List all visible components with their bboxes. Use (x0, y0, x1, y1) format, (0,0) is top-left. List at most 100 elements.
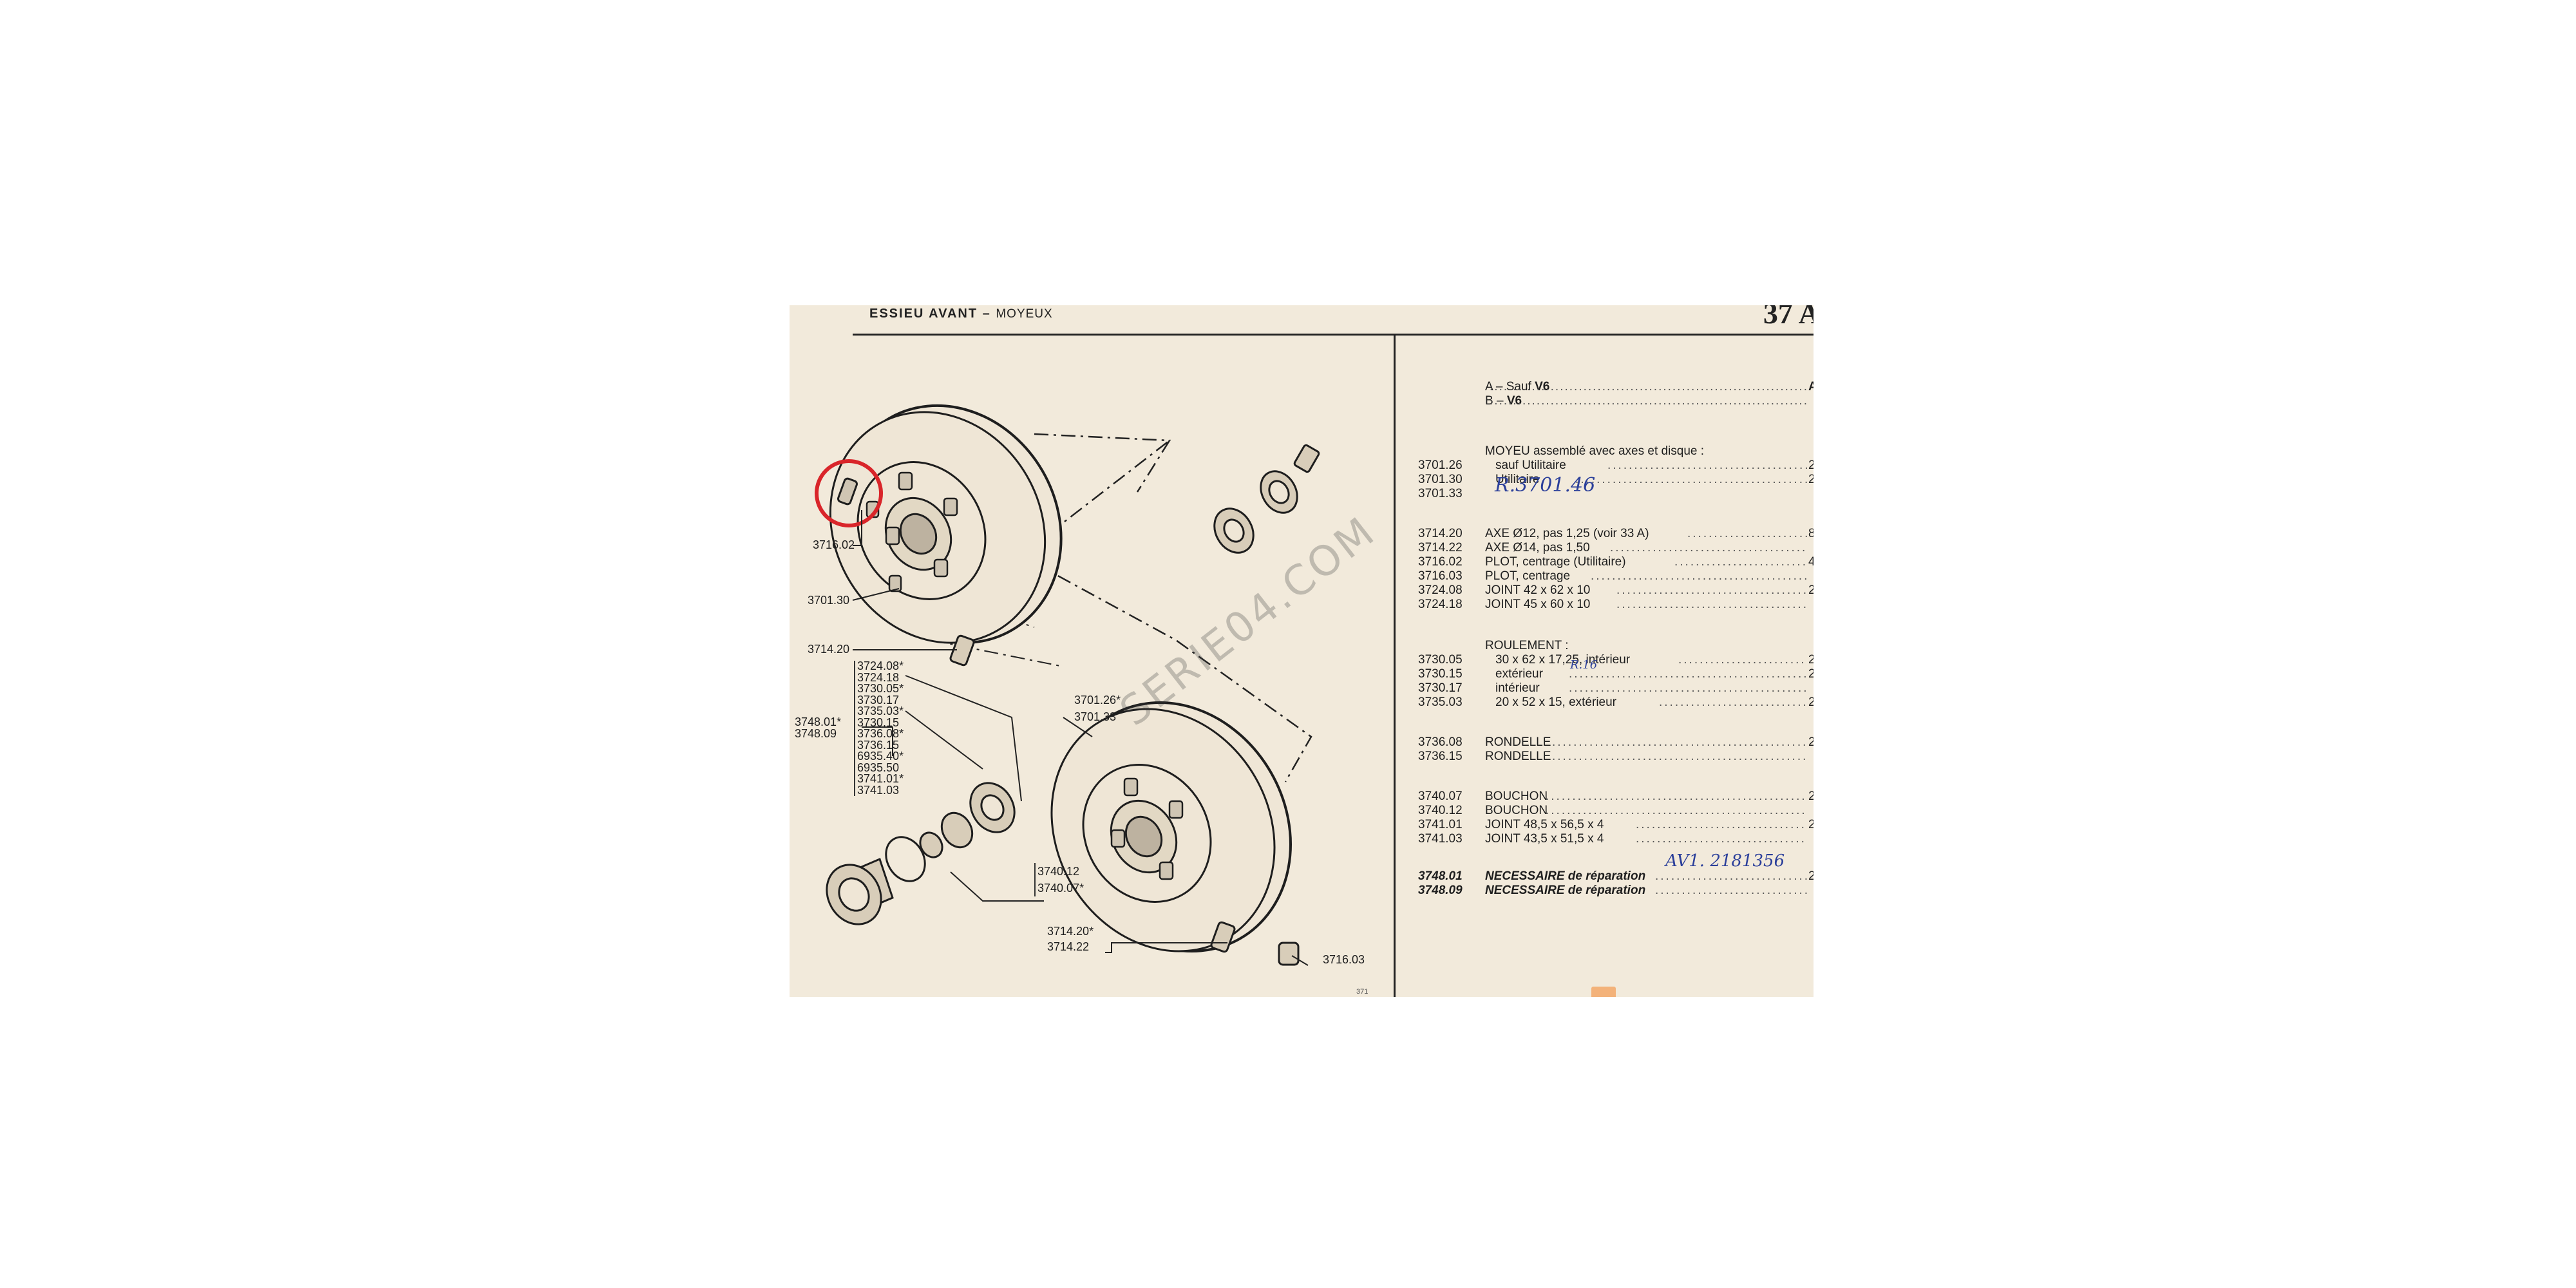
group-ref-4: 3730.17 (857, 693, 900, 706)
parts-row-description: NECESSAIRE de réparation (1485, 869, 1646, 883)
parts-row-quantity: 2 (1808, 869, 1814, 883)
parts-row-description: BOUCHON (1485, 804, 1548, 817)
label-cap-group: 3740.12 3740.07* (1034, 863, 1084, 896)
variant-model: V6 (1535, 380, 1550, 393)
dot-leader: ........................................… (1490, 394, 1808, 408)
parts-row-description: intérieur (1495, 681, 1540, 695)
group-ref-5: 3735.03* (857, 705, 904, 717)
variant-prefix: B – (1485, 394, 1507, 408)
label-3714-20b: 3714.20* (1047, 925, 1094, 938)
dot-leader: ........................................… (1655, 884, 1807, 897)
parts-row-description: NECESSAIRE de réparation (1485, 884, 1646, 897)
dot-leader: ........................................… (1636, 832, 1807, 846)
parts-row-description: PLOT, centrage (1485, 569, 1571, 583)
parts-row-ref: 3740.07 (1418, 790, 1463, 803)
parts-row-description: JOINT 43,5 x 51,5 x 4 (1485, 832, 1604, 846)
leader-lines (852, 510, 1309, 966)
parts-row-quantity: 2 (1808, 459, 1814, 472)
highlight-circle (815, 459, 883, 527)
group-ref-2: 3724.18 (857, 670, 900, 684)
parts-row-description: AXE Ø14, pas 1,50 (1485, 541, 1590, 554)
parts-row-ref: 3730.05 (1418, 653, 1463, 667)
label-3716-02: 3716.02 (813, 538, 855, 551)
parts-row-ref: 3741.03 (1418, 832, 1463, 846)
dot-leader: ........................................… (1607, 459, 1807, 472)
dot-leader: ........................................… (1546, 790, 1807, 803)
dot-leader: ........................................… (1569, 667, 1807, 681)
header-subtitle: MOYEUX (996, 307, 1053, 321)
dot-leader: ........................................… (1655, 869, 1807, 883)
parts-row-ref: 3714.22 (1418, 541, 1463, 554)
label-3716-03: 3716.03 (1323, 953, 1365, 966)
variant-row: A – Sauf V6.............................… (1485, 380, 1808, 393)
dot-leader: ........................................… (1552, 750, 1807, 763)
parts-row-description: BOUCHON (1485, 790, 1548, 803)
label-3748-01: 3748.01* (795, 715, 842, 728)
lower-hub-disc (1050, 701, 1292, 952)
parts-row-description: ROULEMENT : (1485, 639, 1569, 652)
label-3701-30: 3701.30 (808, 594, 850, 607)
parts-row-ref: 3714.20 (1418, 527, 1463, 540)
dot-leader: ........................................… (1674, 555, 1807, 569)
parts-row-ref: 3741.01 (1418, 818, 1463, 831)
parts-row-ref: 3735.03 (1418, 696, 1463, 709)
label-hub-group: 3701.26* 3701.33 (1074, 692, 1121, 725)
parts-row-quantity: 2 (1808, 667, 1814, 681)
parts-row-ref: 3748.01 (1418, 869, 1463, 883)
handwritten-serial-note: AV1. 2181356 (1665, 851, 1785, 871)
group-ref-12: 3741.03 (857, 783, 900, 797)
label-3748-09: 3748.09 (795, 727, 837, 740)
label-3714-20: 3714.20 (808, 643, 850, 656)
dot-leader: ........................................… (1616, 583, 1807, 597)
parts-row-description: PLOT, centrage (Utilitaire) (1485, 555, 1626, 569)
dot-leader: ........................................… (1591, 569, 1807, 583)
dot-leader: ........................................… (1575, 473, 1807, 486)
dot-leader: ........................................… (1552, 735, 1807, 749)
parts-row-quantity: 2 (1808, 696, 1814, 709)
parts-row-description: Utilitaire (1495, 473, 1540, 486)
parts-row-quantity: 2 (1808, 790, 1814, 803)
column-divider (1394, 334, 1396, 997)
parts-row-ref: 3716.02 (1418, 555, 1463, 569)
group-ref-3: 3730.05* (857, 682, 904, 695)
parts-row-description: sauf Utilitaire (1495, 459, 1566, 472)
label-3701-33: 3701.33 (1074, 710, 1117, 723)
exploded-hub-diagram (815, 404, 1320, 966)
variant-model: V6 (1506, 394, 1522, 408)
dot-leader: ........................................… (1610, 541, 1807, 554)
parts-row-ref: 3730.15 (1418, 667, 1463, 681)
dot-leader: ........................................… (1659, 696, 1807, 709)
handwritten-roulement-note: R.16 (1570, 658, 1598, 672)
group-ref-8: 3736.15 (857, 738, 900, 752)
group-ref-11: 3741.01* (857, 772, 904, 785)
parts-row-ref: 3716.03 (1418, 569, 1463, 583)
group-ref-7: 3736.08* (857, 727, 904, 740)
parts-row-ref: 3724.08 (1418, 583, 1463, 597)
parts-row-description: extérieur (1495, 667, 1543, 681)
dot-leader: ........................................… (1490, 380, 1808, 393)
label-3740-12: 3740.12 (1037, 865, 1080, 878)
parts-row-description: RONDELLE (1485, 735, 1551, 749)
parts-row-ref: 3701.26 (1418, 459, 1463, 472)
parts-row-description: JOINT 45 x 60 x 10 (1485, 598, 1591, 611)
parts-row-description: MOYEU assemblé avec axes et disque : (1485, 444, 1705, 458)
dot-leader: ........................................… (1546, 804, 1807, 817)
footer-note: 371 (1356, 988, 1368, 996)
parts-row-quantity: 2 (1808, 653, 1814, 667)
parts-row-ref: 3736.08 (1418, 735, 1463, 749)
parts-row-quantity: 2 (1808, 583, 1814, 597)
variant-prefix: A – Sauf (1485, 380, 1535, 393)
dot-leader: ........................................… (1569, 681, 1807, 695)
parts-row-ref: 3736.15 (1418, 750, 1463, 763)
group-ref-9: 6935.40* (857, 750, 904, 762)
parts-row-quantity: 8 (1808, 527, 1814, 540)
parts-list: A – Sauf V6.............................… (790, 305, 1814, 997)
bearing-seal-set-top (1213, 444, 1320, 554)
dot-leader: ........................................… (1678, 653, 1807, 667)
label-kit-group: 3748.01* 3748.09 (795, 716, 841, 739)
parts-row-quantity: 4 (1808, 555, 1814, 569)
variant-column-letter: A (1808, 380, 1814, 393)
dot-leader: ........................................… (1687, 527, 1807, 540)
parts-row-ref: 3701.33 (1418, 487, 1463, 500)
upper-hub-disc (829, 404, 1063, 645)
